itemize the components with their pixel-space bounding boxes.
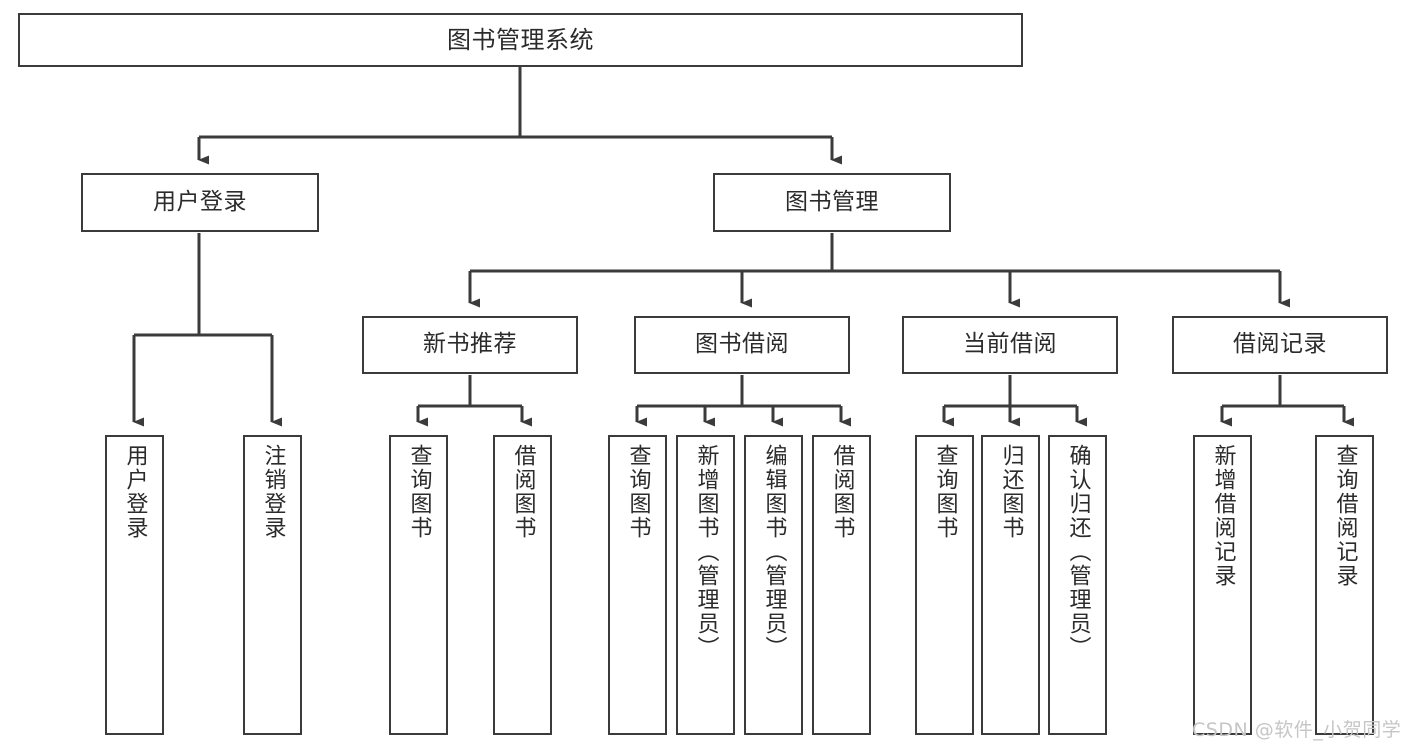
node-label: 图书管理 [785,188,879,215]
node-leaf-query-book[interactable]: 查询图书 [608,435,667,735]
node-leaf-user-login[interactable]: 用户登录 [105,435,164,735]
node-leaf-query-book-current[interactable]: 查询图书 [915,435,974,735]
node-current-borrow[interactable]: 当前借阅 [902,316,1118,374]
node-label: 查询图书 [406,444,432,540]
node-leaf-query-borrow-record[interactable]: 查询借阅记录 [1315,435,1374,735]
node-book-management[interactable]: 图书管理 [713,173,951,232]
node-label: 确认归还（管理员） [1065,444,1091,660]
node-label: 图书借阅 [695,331,789,358]
node-leaf-logout[interactable]: 注销登录 [243,435,302,735]
node-label: 新增图书（管理员） [693,444,719,660]
node-book-borrow[interactable]: 图书借阅 [634,316,850,374]
node-leaf-return-book[interactable]: 归还图书 [981,435,1040,735]
node-leaf-confirm-return-admin[interactable]: 确认归还（管理员） [1048,435,1107,735]
node-label: 当前借阅 [963,331,1057,358]
node-user-login[interactable]: 用户登录 [81,173,319,232]
node-leaf-edit-book-admin[interactable]: 编辑图书（管理员） [744,435,803,735]
node-label: 注销登录 [260,444,286,540]
node-label: 用户登录 [153,188,247,215]
node-label: 查询图书 [625,444,651,540]
node-label: 借阅记录 [1233,331,1327,358]
node-borrow-record[interactable]: 借阅记录 [1172,316,1388,374]
node-new-book-recommend[interactable]: 新书推荐 [362,316,578,374]
node-label: 图书管理系统 [447,25,594,54]
node-label: 借阅图书 [829,444,855,540]
node-leaf-borrow-book[interactable]: 借阅图书 [812,435,871,735]
node-leaf-add-book-admin[interactable]: 新增图书（管理员） [676,435,735,735]
node-root-system[interactable]: 图书管理系统 [18,13,1023,67]
node-label: 借阅图书 [510,444,536,540]
node-label: 查询借阅记录 [1332,444,1358,588]
node-leaf-query-book-new[interactable]: 查询图书 [389,435,448,735]
node-label: 新增借阅记录 [1210,444,1236,588]
node-label: 查询图书 [932,444,958,540]
node-label: 归还图书 [998,444,1024,540]
node-leaf-add-borrow-record[interactable]: 新增借阅记录 [1193,435,1252,735]
node-label: 用户登录 [122,444,148,540]
node-label: 新书推荐 [423,331,517,358]
node-label: 编辑图书（管理员） [761,444,787,660]
node-leaf-borrow-book-new[interactable]: 借阅图书 [493,435,552,735]
csdn-watermark: CSDN @软件_小贺同学 [1192,719,1402,741]
